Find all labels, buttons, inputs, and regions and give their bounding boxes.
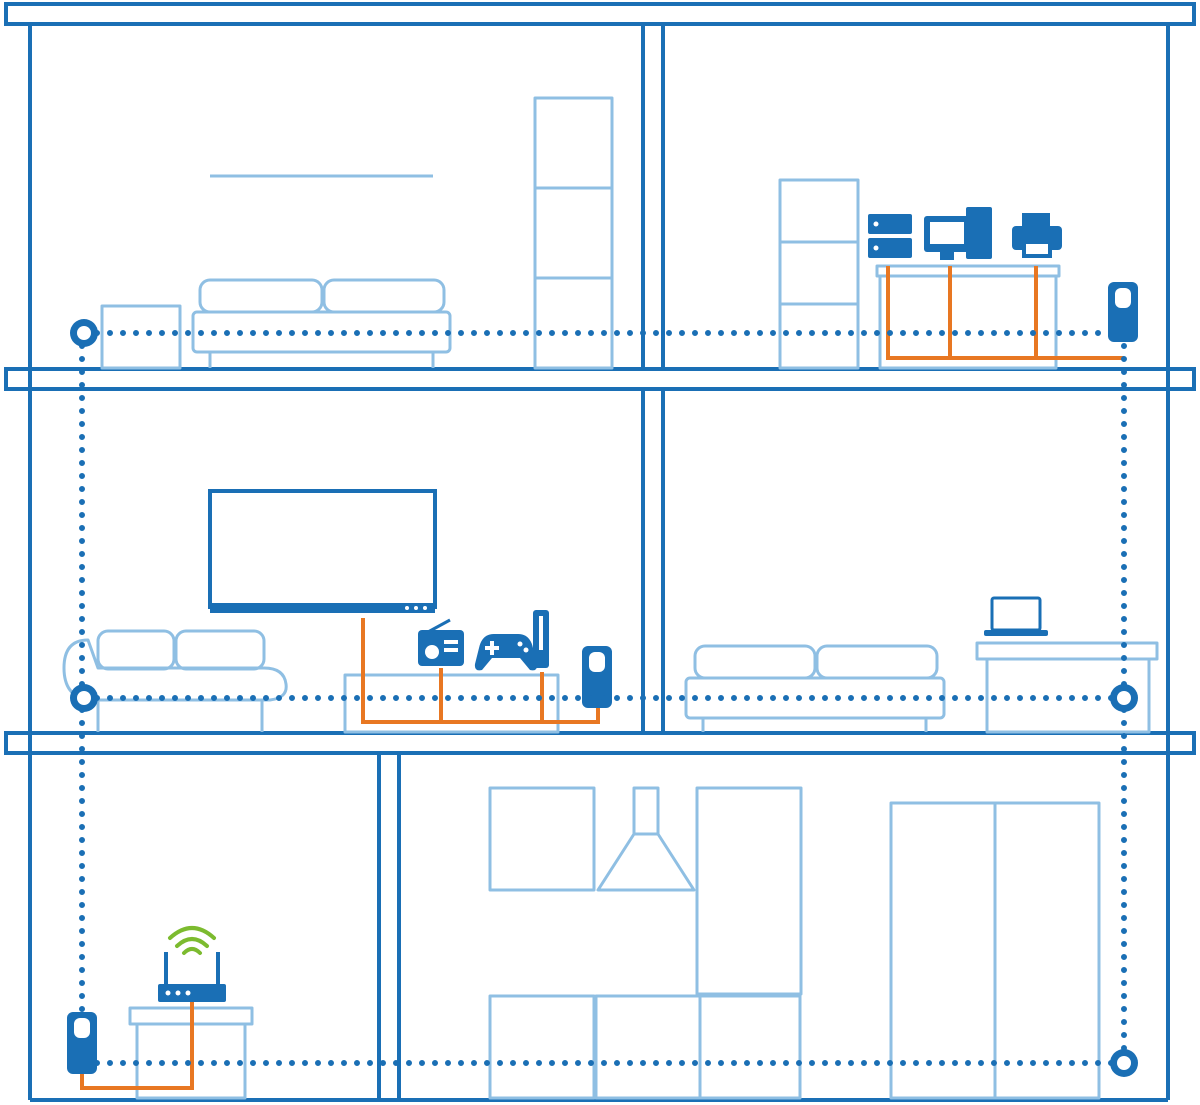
desktop-computer-icon: [924, 207, 992, 260]
tv-stand: [343, 673, 560, 734]
range-hood: [596, 786, 696, 892]
game-console-icon: [533, 610, 549, 668]
ethernet-cable-router: [80, 1002, 194, 1090]
wifi-signal-icon: [168, 926, 216, 955]
powerline-network: [79, 330, 1127, 1066]
printer-icon: [1012, 213, 1062, 258]
desk: [875, 264, 1061, 370]
powerline-adapter: [582, 646, 612, 708]
floor-slab-lower: [4, 731, 1196, 755]
wall-socket: [1110, 1049, 1138, 1077]
room-ground-left: [67, 926, 254, 1100]
bookshelf: [533, 96, 614, 370]
nas-server-icon: [868, 214, 912, 258]
partition-wall-top: [641, 22, 665, 371]
house-structure: [4, 2, 1196, 1102]
kitchen-cabinets: [488, 786, 803, 1100]
wifi-router-icon: [158, 952, 226, 1002]
ethernet-cable-office: [886, 266, 1124, 360]
sofa: [62, 629, 288, 732]
roof-slab: [4, 2, 1196, 26]
powerline-adapter: [67, 1012, 97, 1074]
partition-wall-middle: [641, 387, 665, 735]
room-top-left: [100, 96, 614, 370]
room-middle-right: [684, 596, 1159, 734]
fridge: [889, 801, 1101, 1100]
room-top-right: [778, 178, 1138, 370]
partition-wall-ground: [377, 751, 401, 1102]
sideboard: [100, 304, 182, 370]
room-ground-right: [488, 786, 1101, 1100]
wall-socket: [1110, 684, 1138, 712]
room-middle-left: [62, 489, 612, 734]
gamepad-icon: [474, 634, 538, 671]
laptop-icon: [984, 596, 1048, 636]
wall-socket: [70, 319, 98, 347]
radio-icon: [418, 618, 464, 666]
sofa: [191, 278, 452, 368]
bookshelf: [778, 178, 860, 370]
ethernet-cable-living-room: [361, 618, 600, 724]
floor-slab-upper: [4, 367, 1196, 391]
wall-socket: [70, 684, 98, 712]
sofa: [684, 644, 946, 732]
powerline-adapter: [1108, 282, 1138, 342]
side-table: [975, 641, 1159, 734]
television-icon: [208, 489, 437, 613]
